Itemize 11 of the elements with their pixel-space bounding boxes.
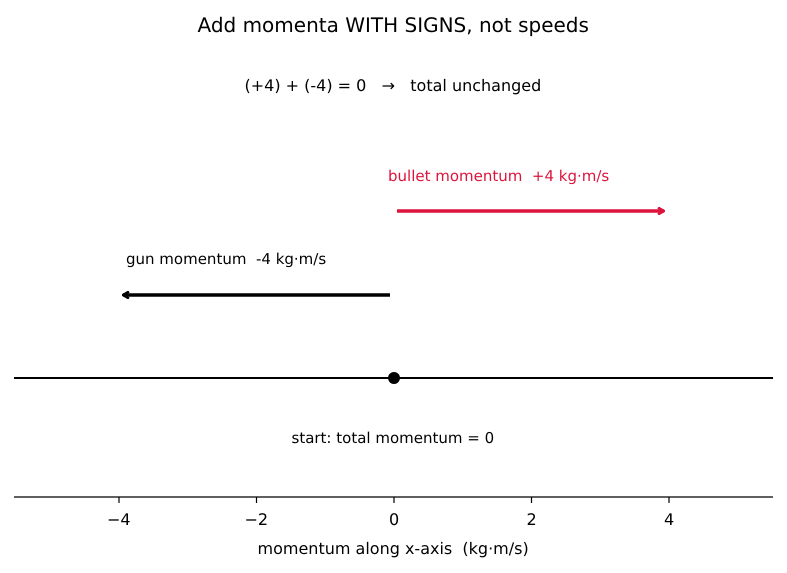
vector-label: gun momentum -4 kg·m/s	[126, 250, 326, 268]
axis-title: momentum along x-axis (kg·m/s)	[258, 540, 529, 558]
tick-label: 4	[664, 511, 674, 530]
tick-label: −2	[244, 511, 268, 530]
chart-title: Add momenta WITH SIGNS, not speeds	[198, 14, 589, 36]
tick-label: −4	[107, 511, 131, 530]
vector-label: bullet momentum +4 kg·m/s	[388, 168, 610, 185]
tick-label: 2	[526, 511, 537, 530]
tick-label: 0	[389, 511, 400, 530]
annotation: start: total momentum = 0	[292, 430, 494, 447]
equation-text: (+4) + (-4) = 0 → total unchanged	[244, 77, 542, 96]
